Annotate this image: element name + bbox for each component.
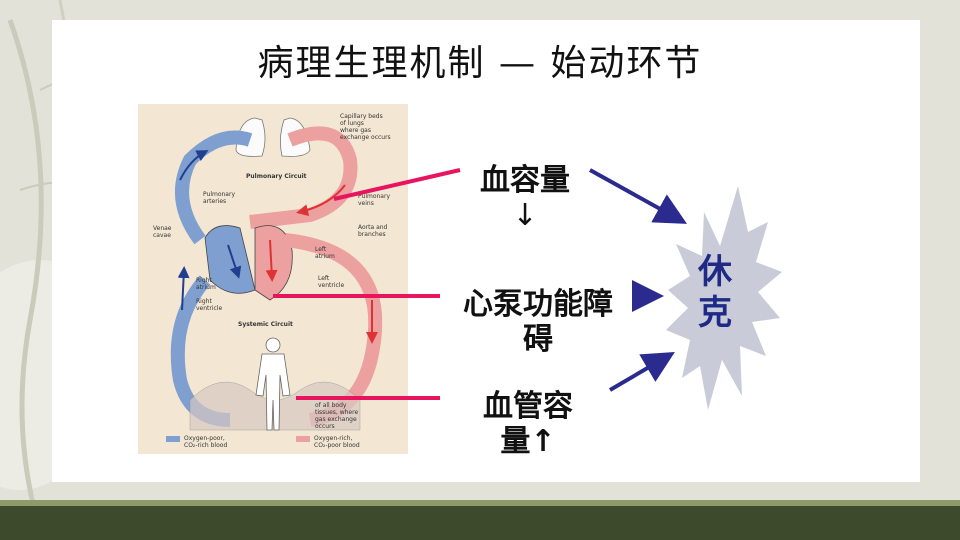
down-arrow-icon: ↓ xyxy=(512,197,538,233)
connector-blood-volume xyxy=(333,168,461,201)
heart-illustration xyxy=(204,225,293,301)
fig-label-left-ventricle: Left xyxy=(318,275,330,282)
shock-burst-shape xyxy=(666,186,782,410)
fig-label-left-atrium: Left xyxy=(315,246,327,253)
legend-swatch-oxygen-poor xyxy=(166,436,180,442)
shock-label: 休 克 xyxy=(690,252,740,334)
lungs-illustration xyxy=(235,117,311,157)
fig-label-right-ventricle: Right xyxy=(196,298,212,305)
pulmonary-vein-vessel xyxy=(249,126,358,229)
slide-title: 病理生理机制 — 始动环节 xyxy=(257,43,703,84)
legend-label-oxygen-poor: Oxygen-poor, xyxy=(184,435,225,442)
cause-pump-failure-line1: 心泵功能障 xyxy=(463,287,613,322)
cause-blood-volume: 血容量 ↓ xyxy=(460,163,590,233)
cause-vessel-capacity: 血管容 量↑ xyxy=(446,389,610,459)
cause-vessel-capacity-line1: 血管容 xyxy=(483,389,573,424)
fig-label-capillary-body: of all body xyxy=(315,402,347,409)
pulmonary-artery-vessel xyxy=(175,130,253,245)
legend-swatch-oxygen-rich xyxy=(296,436,310,442)
shock-label-char2: 克 xyxy=(698,292,732,333)
footer-stripe xyxy=(0,500,960,506)
cause-vessel-capacity-line2: 量↑ xyxy=(500,423,556,459)
fig-label-systemic-circuit: Systemic Circuit xyxy=(238,321,293,328)
arrow-blood-volume-to-shock xyxy=(589,168,687,224)
shock-label-char1: 休 xyxy=(698,252,732,292)
svg-text:Oxygen-rich,CO₂-poor blood: Oxygen-rich,CO₂-poor blood xyxy=(314,435,360,449)
legend-label-oxygen-rich: Oxygen-rich, xyxy=(314,435,353,442)
cause-pump-failure: 心泵功能障 碍 xyxy=(440,287,636,357)
svg-text:Oxygen-poor,CO₂-rich blood: Oxygen-poor,CO₂-rich blood xyxy=(184,435,227,449)
fig-label-venae-cavae: Venae xyxy=(153,225,172,232)
cause-pump-failure-line2: 碍 xyxy=(523,321,553,357)
cause-blood-volume-text: 血容量 xyxy=(480,163,570,198)
fig-label-pulmonary-arteries: Pulmonary xyxy=(203,191,235,198)
fig-label-pulmonary-circuit: Pulmonary Circuit xyxy=(246,173,307,180)
footer-band xyxy=(0,506,960,540)
fig-label-aorta: Aorta and xyxy=(358,224,388,231)
fig-label-capillary-lungs: Capillary beds xyxy=(340,113,383,120)
arrow-vessel-capacity-to-shock xyxy=(608,351,675,392)
fig-label-pulmonary-veins: Pulmonary xyxy=(358,193,390,200)
human-body-illustration xyxy=(255,337,291,431)
fig-label-right-atrium: Right xyxy=(196,277,212,284)
